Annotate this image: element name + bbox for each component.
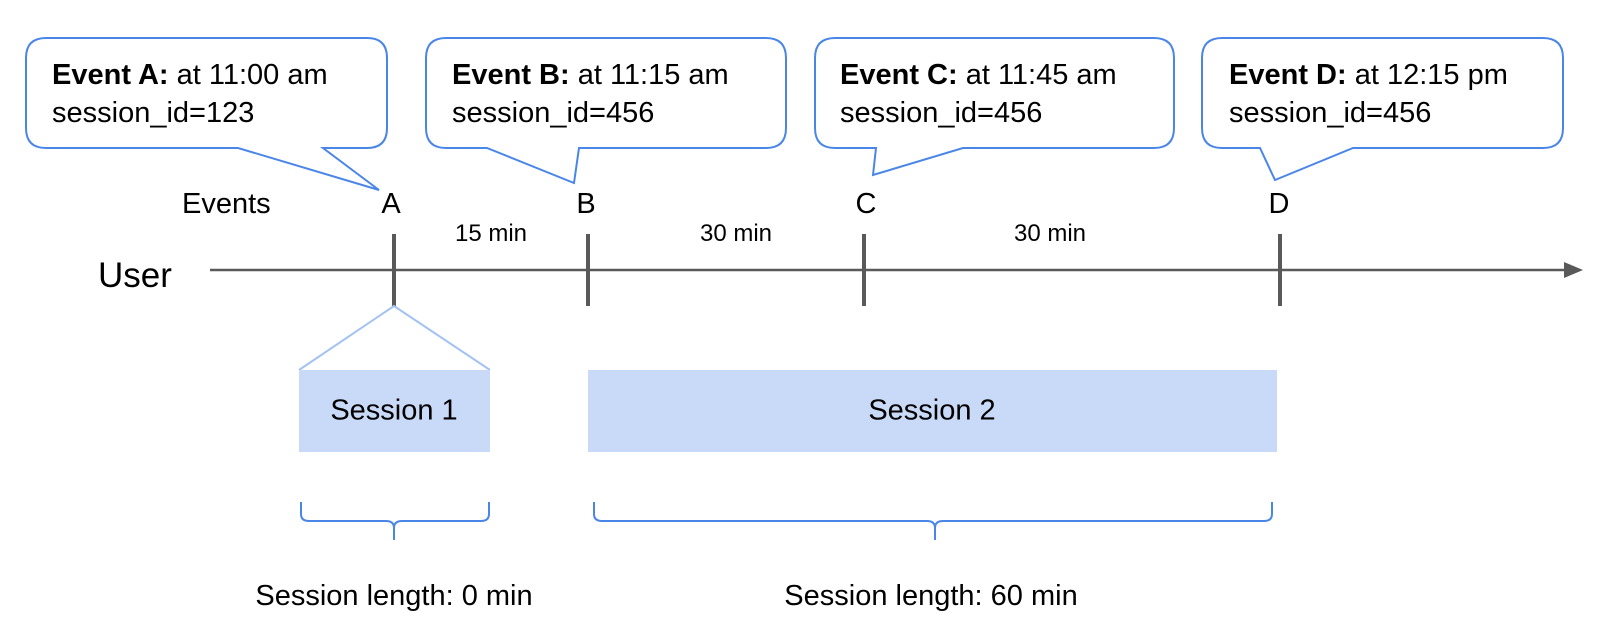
callout-bubble-event-a — [25, 37, 388, 191]
event-d-name: Event D: — [1229, 59, 1347, 91]
axis-arrowhead-icon — [1564, 262, 1583, 278]
event-c-session-id: session_id=456 — [840, 97, 1043, 129]
session-2-box — [588, 370, 1277, 452]
event-d-time: at 12:15 pm — [1354, 59, 1508, 91]
user-row-label: User — [98, 256, 172, 295]
gap-label-b-c: 30 min — [699, 220, 773, 247]
events-row-label: Events — [182, 188, 271, 220]
gap-label-c-d: 30 min — [1013, 220, 1087, 247]
session-1-box — [299, 370, 490, 452]
session-1-brace — [300, 502, 490, 540]
callout-bubble-event-d — [1201, 37, 1564, 182]
event-letter-d: D — [1268, 188, 1290, 220]
event-d-session-id: session_id=456 — [1229, 97, 1432, 129]
callout-bubble-event-b — [425, 37, 787, 185]
event-c-time: at 11:45 am — [965, 59, 1117, 91]
session-2-label: Session 2 — [868, 394, 996, 427]
callout-event-d: Event D: at 12:15 pm session_id=456 — [1229, 56, 1508, 132]
event-b-time: at 11:15 am — [577, 59, 729, 91]
callout-event-b: Event B: at 11:15 am session_id=456 — [452, 56, 729, 132]
event-letter-b: B — [576, 188, 596, 220]
session-1-length: Session length: 0 min — [255, 580, 533, 612]
gap-label-a-b: 15 min — [454, 220, 528, 247]
callout-event-a: Event A: at 11:00 am session_id=123 — [52, 56, 328, 132]
event-letter-a: A — [381, 188, 401, 220]
event-b-session-id: session_id=456 — [452, 97, 655, 129]
event-b-name: Event B: — [452, 59, 570, 91]
event-letter-c: C — [855, 188, 877, 220]
callout-event-c: Event C: at 11:45 am session_id=456 — [840, 56, 1117, 132]
session-2-length: Session length: 60 min — [784, 580, 1078, 612]
session-1-label: Session 1 — [330, 394, 458, 427]
event-a-session-id: session_id=123 — [52, 97, 255, 129]
callout-bubble-event-c — [814, 37, 1175, 177]
session-2-brace — [593, 502, 1273, 540]
event-a-name: Event A: — [52, 59, 169, 91]
event-c-name: Event C: — [840, 59, 958, 91]
event-a-time: at 11:00 am — [176, 59, 328, 91]
session-1-connector — [298, 304, 491, 371]
